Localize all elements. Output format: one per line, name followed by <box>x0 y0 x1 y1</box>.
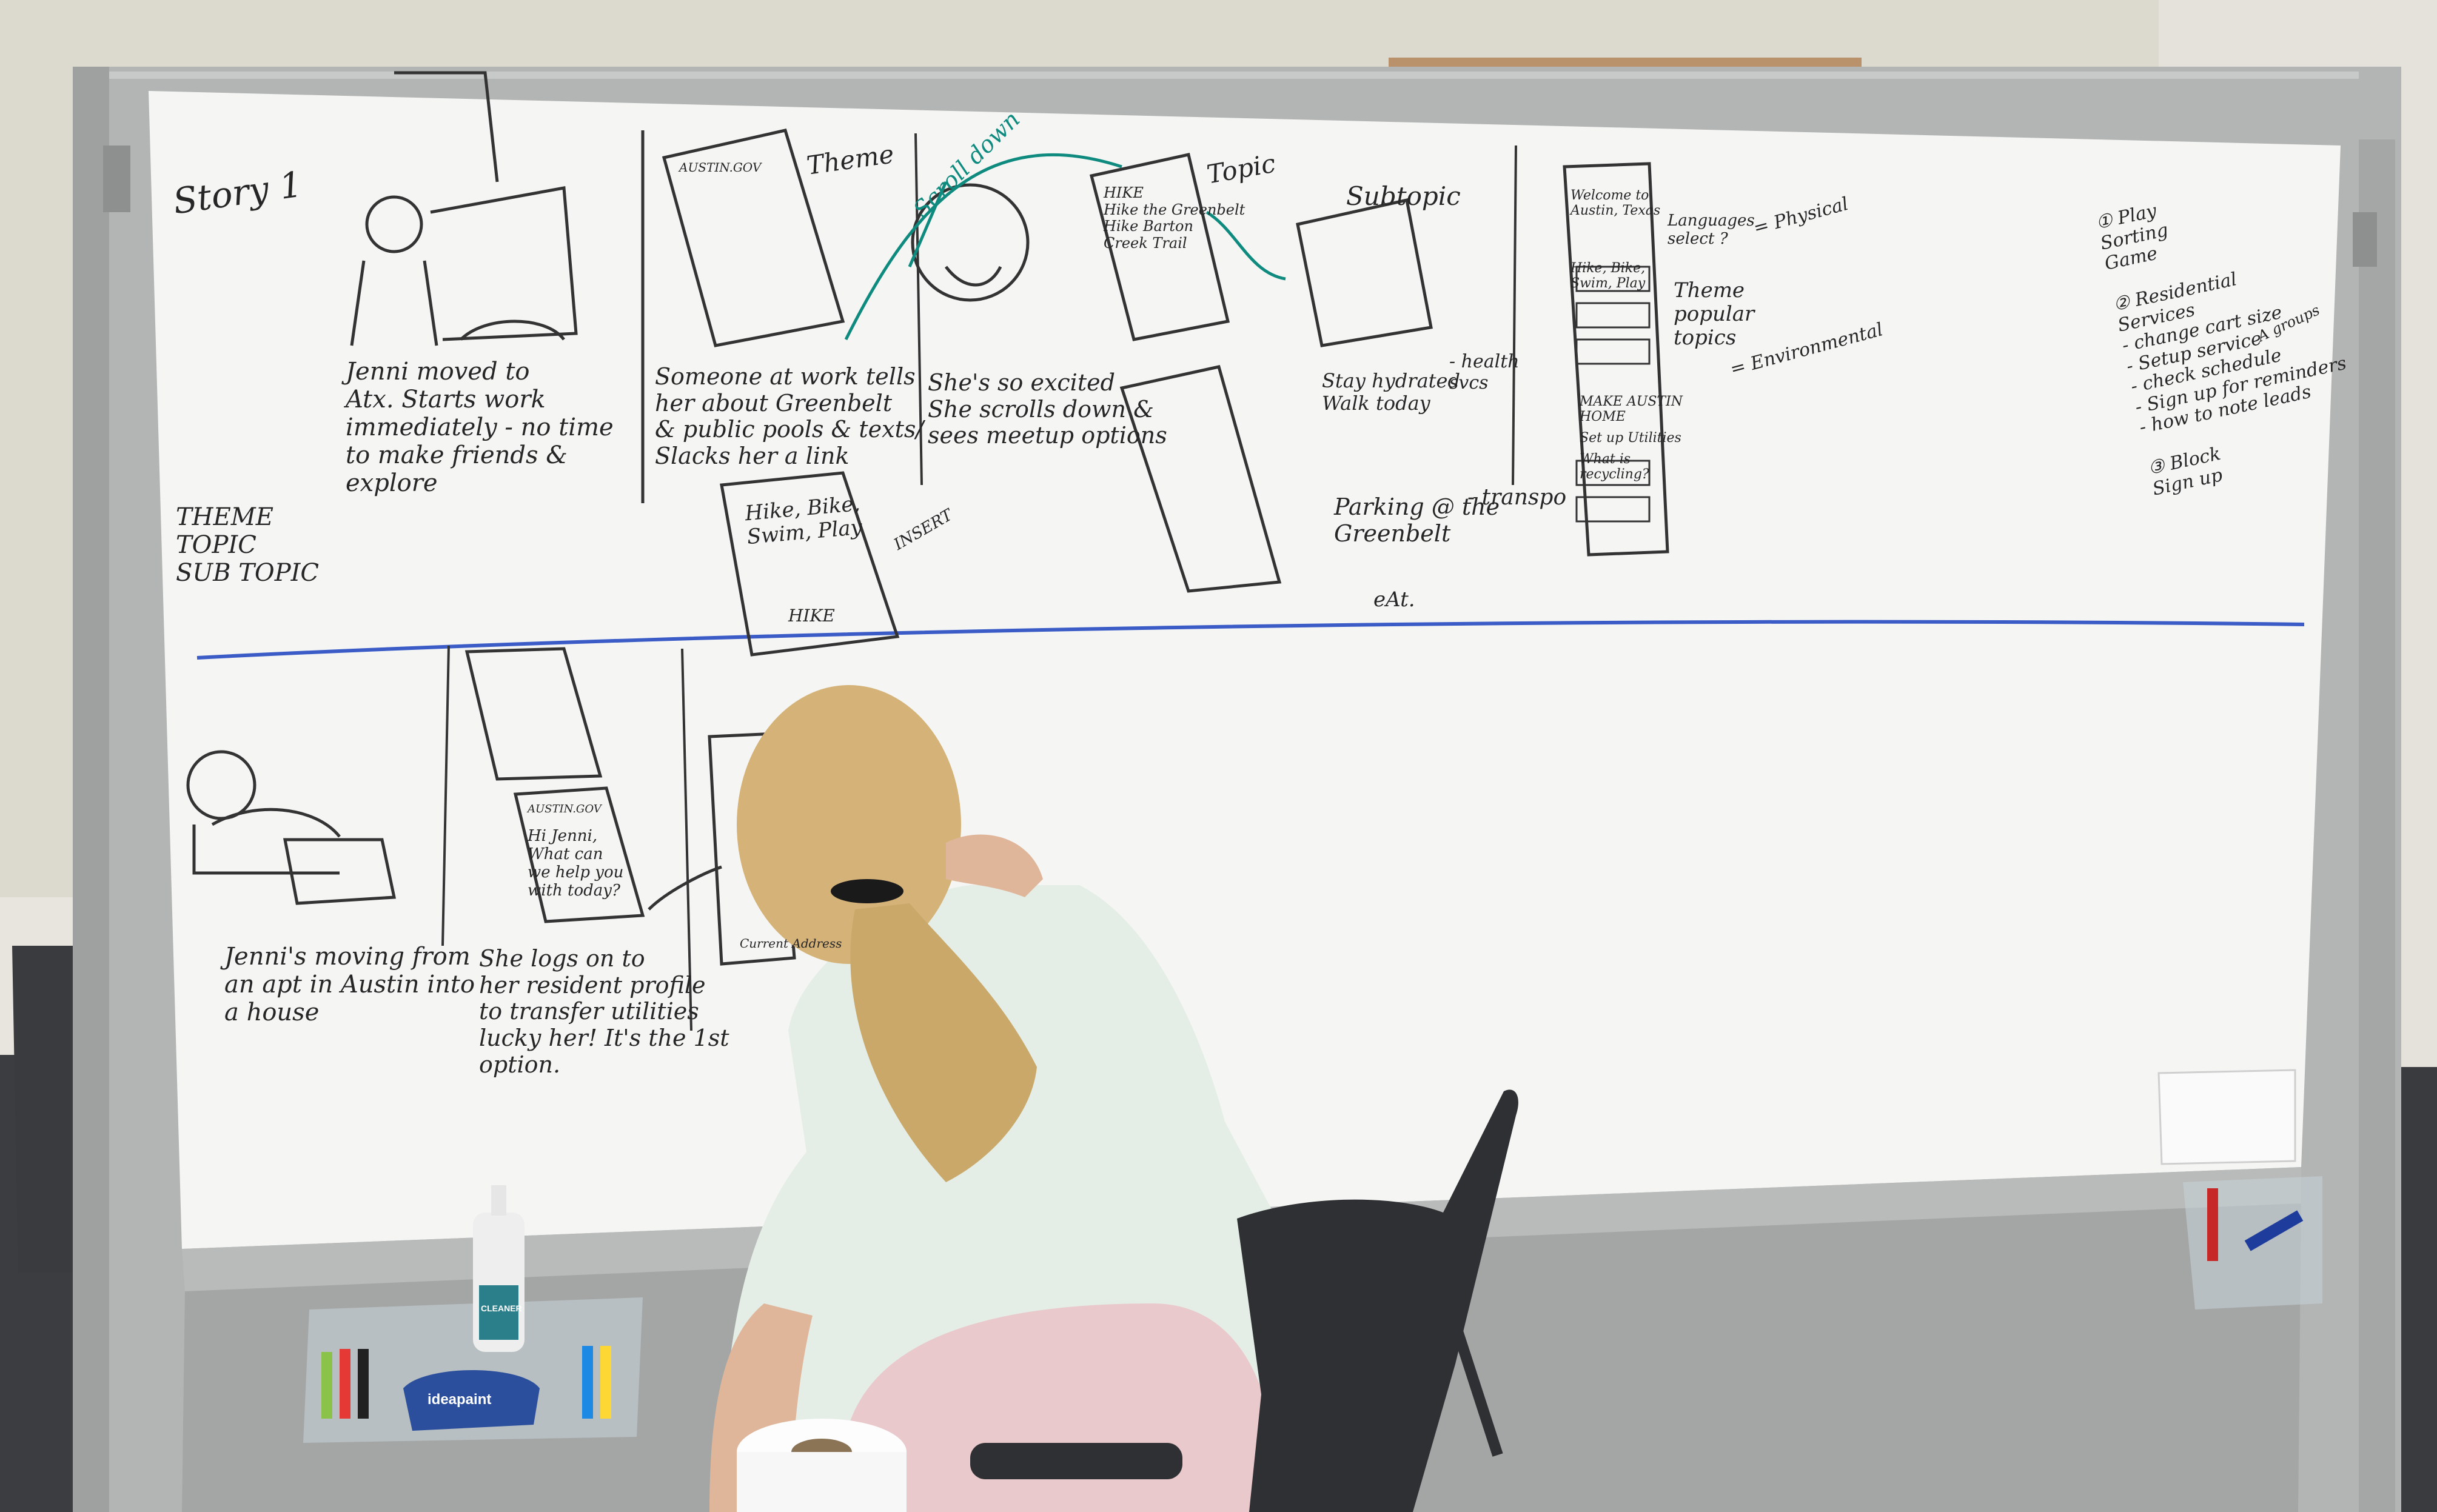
stick-figure-sketch <box>350 71 578 346</box>
tall-make-home: MAKE AUSTIN HOME <box>1580 394 1683 425</box>
section-divider <box>196 620 2305 660</box>
cleaner-cap <box>491 1185 506 1216</box>
phone-hike-list: HIKE Hike the Greenbelt Hike Barton Cree… <box>1104 184 1245 252</box>
panel2-caption: Someone at work tells her about Greenbel… <box>655 363 924 470</box>
eat-note: eAt. <box>1373 587 1415 612</box>
hike-footer: HIKE <box>788 606 835 626</box>
marker-blue-right <box>2244 1210 2304 1251</box>
tall-recycle: What is recycling? <box>1580 452 1649 483</box>
panel3-caption: She's so excited She scrolls down & sees… <box>928 369 1167 449</box>
stay-hydrated-note: Stay hydrated Walk today <box>1322 369 1460 415</box>
chair-back <box>1237 1089 1518 1512</box>
languages-note: Languages select ? <box>1668 212 1755 248</box>
cleaner-label <box>479 1285 518 1340</box>
bottom-sketches <box>186 647 796 966</box>
separator-5 <box>681 648 692 1031</box>
chair-leg <box>1426 1247 1503 1457</box>
separator-4 <box>441 645 450 946</box>
frame-left-post <box>73 67 109 1512</box>
bottom-caption-1: Jenni's moving from an apt in Austin int… <box>224 943 475 1026</box>
chair-armrest <box>970 1443 1182 1479</box>
paper-towel-roll <box>737 1452 907 1512</box>
marker-red-right <box>2207 1188 2218 1261</box>
teal-arrows <box>844 153 1286 341</box>
arm <box>946 834 1043 897</box>
separator-3 <box>1512 145 1517 486</box>
tall-wireframe-boxes <box>1575 266 1651 523</box>
left-clamp <box>103 146 130 212</box>
parking-note: Parking @ the Greenbelt <box>1334 493 1500 547</box>
chair <box>970 1089 1518 1512</box>
subtopic-label: Subtopic <box>1346 181 1461 211</box>
tall-setup: Set up Utilities <box>1580 430 1681 446</box>
tall-hike: Hike, Bike, Swim, Play <box>1570 261 1646 292</box>
frame-right-post <box>2359 139 2395 1512</box>
ponytail <box>850 903 1037 1182</box>
bottom-phone-greeting: Hi Jenni, What can we help you with toda… <box>528 827 624 900</box>
phone-sketches <box>662 129 1669 657</box>
board-surface <box>149 91 2341 1249</box>
tray-supplies <box>303 1176 2322 1443</box>
marker-black <box>358 1349 369 1419</box>
tall-welcome: Welcome to Austin, Texas <box>1570 188 1661 219</box>
bottom-phone-header: AUSTIN.GOV <box>528 803 602 815</box>
hair <box>737 685 961 964</box>
eraser-brand: ideapaint <box>427 1391 492 1408</box>
printed-note <box>2157 1069 2296 1165</box>
separator-2 <box>914 133 923 486</box>
current-address: Current Address <box>740 936 842 951</box>
person <box>709 685 1279 1512</box>
phone-header: AUSTIN.GOV <box>679 160 762 175</box>
cleaner-label-text: CLEANER <box>481 1303 522 1313</box>
marker-red <box>340 1349 350 1419</box>
theme-popular-note: Theme popular topics <box>1674 278 1755 350</box>
marker-green <box>321 1352 332 1419</box>
health-note: - health svcs <box>1449 351 1520 393</box>
frame-top-rail <box>109 72 2359 79</box>
right-clamp <box>2353 212 2377 267</box>
panel1-caption: Jenni moved to Atx. Starts work immediat… <box>346 358 614 497</box>
left-chair <box>12 946 91 1273</box>
marker-yellow <box>600 1346 611 1419</box>
transpo-note: - transpo <box>1467 485 1567 510</box>
hike-card-text: Hike, Bike, Swim, Play <box>743 491 863 550</box>
bottom-caption-2: She logs on to her resident profile to t… <box>479 945 729 1078</box>
supply-caddy <box>303 1297 643 1443</box>
hair-tie <box>831 879 903 903</box>
eraser <box>403 1370 540 1431</box>
marker-blue <box>582 1346 593 1419</box>
hierarchy-labels: THEME TOPIC SUB TOPIC <box>176 503 320 587</box>
